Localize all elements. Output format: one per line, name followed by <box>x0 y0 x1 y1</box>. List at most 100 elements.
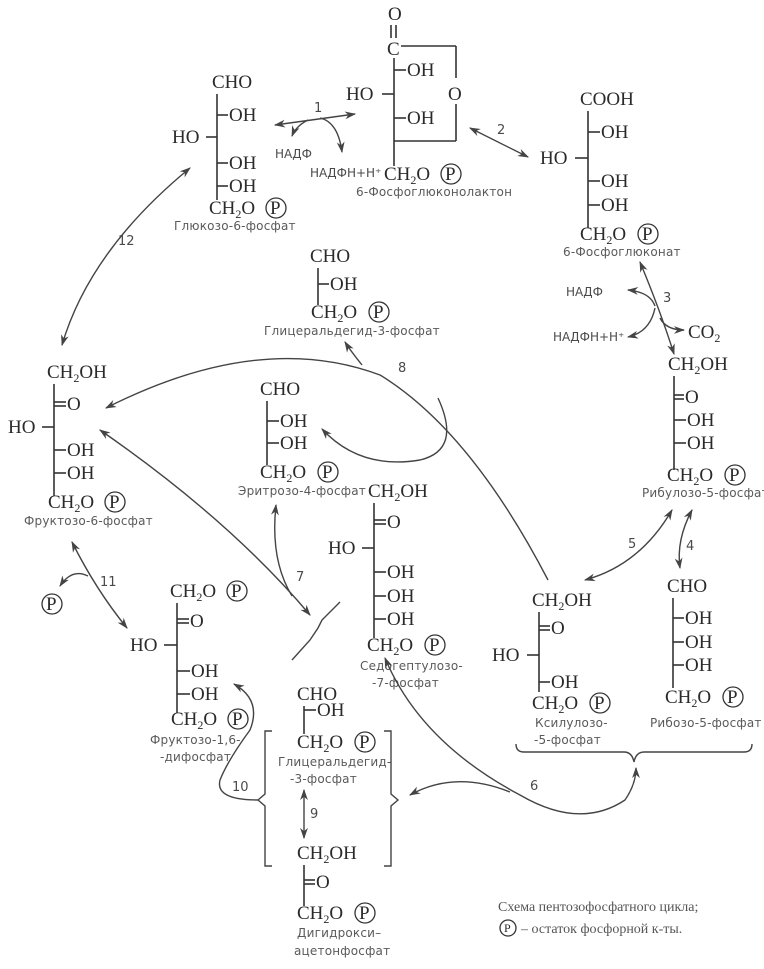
svg-text:OH: OH <box>551 672 579 693</box>
svg-text:CH2OH: CH2OH <box>47 362 107 385</box>
svg-text:CH2O: CH2O <box>170 581 216 604</box>
molecule-label: -3-фосфат <box>290 772 357 786</box>
svg-text:5: 5 <box>628 537 636 552</box>
svg-text:HO: HO <box>8 417 35 438</box>
phosphate-icon <box>354 902 376 924</box>
molecule-label: 6-Фосфоглюконат <box>563 245 681 259</box>
svg-text:O: O <box>551 618 565 639</box>
phosphate-icon <box>722 686 744 708</box>
svg-text:OH: OH <box>67 463 95 484</box>
molecule-label: Эритрозо-4-фосфат <box>238 484 366 498</box>
svg-text:HO: HO <box>328 538 355 559</box>
group-cho: CHO <box>212 72 252 93</box>
bracket-right <box>384 730 400 867</box>
svg-text:OH: OH <box>685 655 713 676</box>
svg-text:10: 10 <box>232 780 249 795</box>
svg-text:P: P <box>594 693 605 714</box>
molecule-6-phosphogluconolactone: O C O OH HO OH CH2O P 6-Фосфоглюконолакт… <box>346 4 512 199</box>
molecule-label: Рибозо-5-фосфат <box>650 716 762 730</box>
phosphate-icon <box>227 708 249 730</box>
group-ho: HO <box>172 127 199 148</box>
molecule-glucose-6-phosphate: CHO OH HO OH OH CH2O P Глюкозо-6-фосфат <box>172 72 296 233</box>
molecule-label: Глюкозо-6-фосфат <box>174 219 296 233</box>
molecule-label: Глицеральдегид-3-фосфат <box>264 324 440 338</box>
svg-text:CH2O: CH2O <box>311 302 357 325</box>
cofactor-nadp: НАДФ <box>275 147 312 161</box>
svg-text:P: P <box>46 594 57 615</box>
svg-text:11: 11 <box>100 575 117 590</box>
svg-text:OH: OH <box>601 122 629 143</box>
cofactor-nadp: НАДФ <box>566 285 603 299</box>
svg-text:CH2OH: CH2OH <box>532 590 592 613</box>
phosphate-icon <box>440 163 462 185</box>
molecule-label: Глицеральдегид- <box>278 755 391 769</box>
svg-text:O: O <box>685 387 699 408</box>
svg-text:HO: HO <box>492 645 519 666</box>
molecule-label: Фруктозо-1,6- <box>150 733 241 747</box>
carbonyl-oxygen: O <box>388 4 402 25</box>
svg-text:OH: OH <box>280 411 308 432</box>
phosphate-icon <box>354 731 376 753</box>
svg-text:P: P <box>322 462 333 483</box>
svg-text:P: P <box>729 465 740 486</box>
svg-text:CH2O: CH2O <box>580 224 626 247</box>
svg-text:CH2OH: CH2OH <box>297 843 357 866</box>
svg-text:OH: OH <box>191 661 219 682</box>
figure-caption: Схема пентозофосфатного цикла; P – остат… <box>498 900 698 937</box>
reaction-12: 12 <box>61 167 191 347</box>
svg-text:OH: OH <box>687 410 715 431</box>
svg-text:OH: OH <box>317 700 345 721</box>
molecule-label: Дигидрокси– <box>297 926 381 940</box>
svg-text:P: P <box>109 492 120 513</box>
molecule-label: Ксилулозо- <box>535 716 608 730</box>
svg-text:CHO: CHO <box>310 246 350 267</box>
svg-text:HO: HO <box>130 635 157 656</box>
svg-text:CH2O: CH2O <box>384 164 430 187</box>
group-oh: OH <box>229 105 257 126</box>
svg-text:HO: HO <box>540 148 567 169</box>
svg-text:O: O <box>190 611 204 632</box>
molecule-ribose-5-phosphate: CHO OH OH OH CH2O P Рибозо-5-фосфат <box>650 576 762 730</box>
svg-text:OH: OH <box>685 632 713 653</box>
svg-text:OH: OH <box>387 609 415 630</box>
molecule-erythrose-4-phosphate: CHO OH OH CH2O P Эритрозо-4-фосфат <box>238 379 366 498</box>
svg-text:OH: OH <box>601 171 629 192</box>
svg-text:HO: HO <box>346 84 373 105</box>
phosphate-icon <box>317 461 339 483</box>
svg-text:2: 2 <box>497 123 505 138</box>
svg-text:CHO: CHO <box>667 576 707 597</box>
svg-text:7: 7 <box>296 570 304 585</box>
reaction-2: 2 <box>468 123 530 158</box>
svg-text:OH: OH <box>685 608 713 629</box>
molecule-glyceraldehyde-3-phosphate-top: CHO OH CH2O P Глицеральдегид-3-фосфат <box>264 246 440 338</box>
svg-text:CHO: CHO <box>260 379 300 400</box>
svg-text:CH2OH: CH2OH <box>668 354 728 377</box>
molecule-fructose-1-6-bisphosphate: CH2O P O HO OH OH CH2O P Фруктозо-1,6- -… <box>130 580 249 764</box>
molecule-dihydroxyacetone-phosphate: CH2OH O CH2O P Дигидрокси– ацетонфосфат <box>294 843 390 958</box>
svg-text:CH2O: CH2O <box>367 635 413 658</box>
ring-oxygen: O <box>448 84 462 105</box>
molecule-xylulose-5-phosphate: CH2OH O HO OH CH2O P Ксилулозо- -5-фосфа… <box>492 590 611 747</box>
svg-text:P: P <box>232 709 243 730</box>
svg-text:P: P <box>504 921 511 935</box>
molecule-glyceraldehyde-3-phosphate-bottom: CHO OH CH2O P Глицеральдегид- -3-фосфат <box>278 684 391 786</box>
svg-text:P: P <box>359 903 370 924</box>
svg-text:CH2O: CH2O <box>297 732 343 755</box>
svg-text:OH: OH <box>407 108 435 129</box>
svg-text:P: P <box>359 732 370 753</box>
reaction-7: 7 <box>99 429 341 661</box>
molecule-label: -7-фосфат <box>372 676 439 690</box>
svg-text:CH2O: CH2O <box>665 687 711 710</box>
svg-text:P: P <box>231 581 242 602</box>
molecule-sedoheptulose-7-phosphate: CH2OH O HO OH OH OH CH2O P Седогептулозо… <box>328 481 463 690</box>
svg-text:8: 8 <box>398 361 406 376</box>
svg-text:COOH: COOH <box>580 89 634 110</box>
reaction-8: 8 <box>105 341 549 581</box>
svg-text:CH2O: CH2O <box>171 709 217 732</box>
svg-text:P: P <box>727 687 738 708</box>
caption-line-1: Схема пентозофосфатного цикла; <box>498 900 698 915</box>
brace-transaldolase <box>291 601 341 661</box>
reaction-10: 10 <box>218 683 259 801</box>
svg-text:4: 4 <box>686 539 694 554</box>
